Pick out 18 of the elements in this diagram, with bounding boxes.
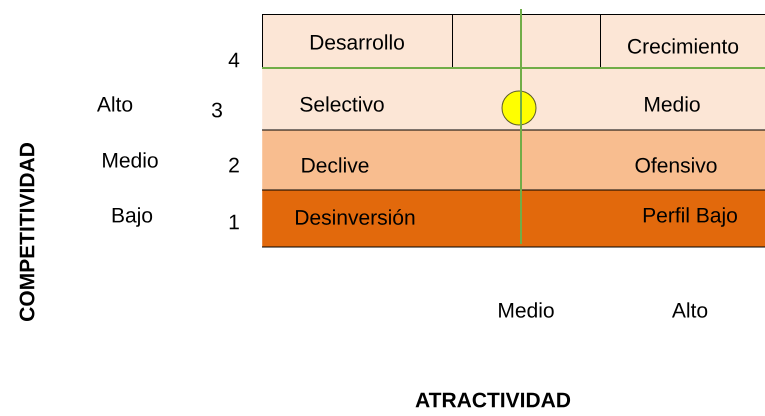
row-number: 2: [229, 158, 239, 172]
axis-level: Alto: [96, 96, 132, 112]
axis-title: ATRACTIVIDAD: [416, 392, 570, 408]
axis-title: COMPETITIVIDAD: [20, 143, 34, 321]
matrix-cell: Desarrollo: [262, 14, 453, 69]
axis-level: Bajo: [112, 207, 152, 227]
row-number: 1: [230, 214, 239, 230]
axis-level: Medio: [103, 152, 158, 168]
matrix-cell: Crecimiento: [600, 14, 765, 69]
axis-level: Alto: [672, 302, 708, 318]
axis-level: Medio: [499, 302, 554, 318]
matrix-cell: [452, 14, 601, 69]
node-label: Crecimiento: [628, 38, 738, 54]
matrix-band: Desinversión Perfil Bajo: [262, 190, 765, 248]
matrix-band: Declive Ofensivo: [262, 130, 765, 190]
row-number: 3: [212, 102, 222, 118]
marker-circle: [502, 90, 536, 126]
row-number: 4: [228, 52, 240, 68]
